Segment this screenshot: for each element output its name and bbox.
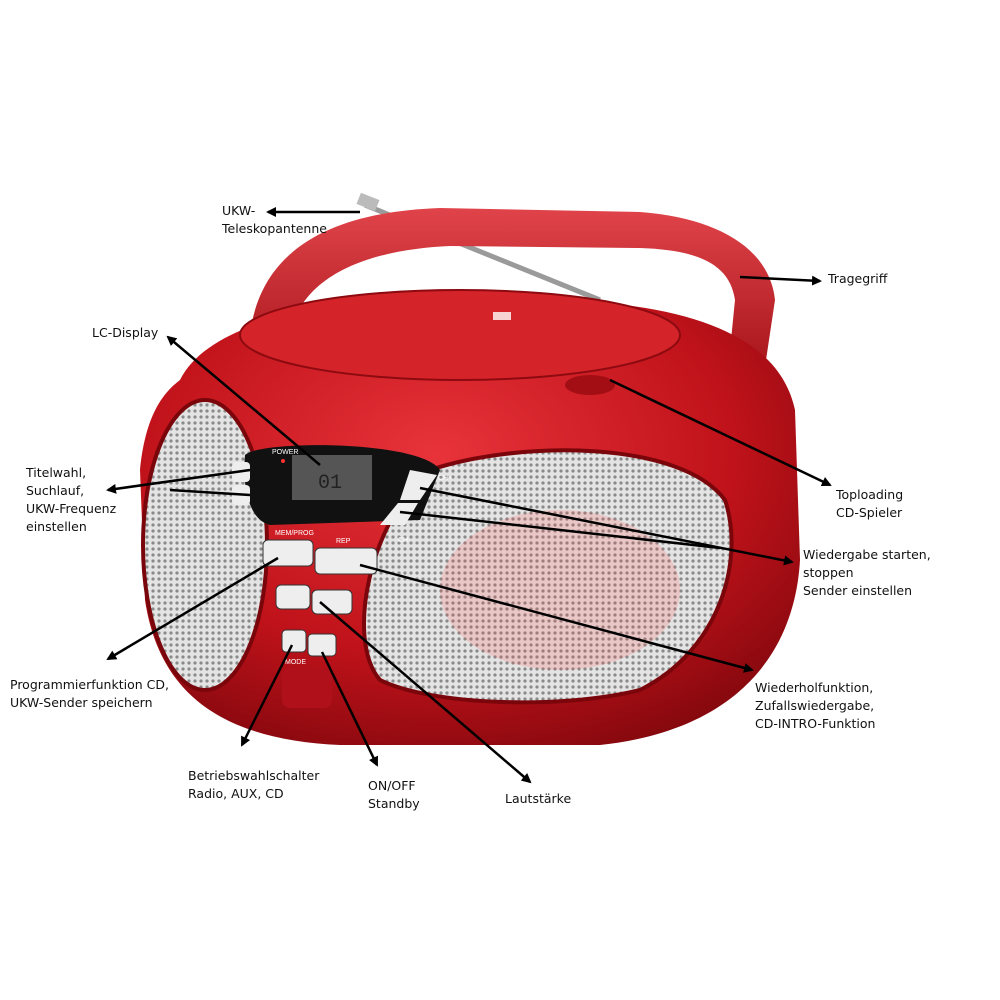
- label-volume: Lautstärke: [505, 791, 572, 806]
- rep-label: REP: [336, 538, 351, 545]
- dual-logo: [493, 312, 511, 320]
- label-repeat: Wiederholfunktion, Zufallswiedergabe, CD…: [755, 680, 876, 731]
- label-cd-player: Toploading CD-Spieler: [836, 487, 904, 520]
- mem-prog-label: MEM/PROG: [275, 530, 314, 537]
- arrow-volume: [319, 601, 532, 784]
- arrow-power: [320, 651, 379, 767]
- arrow-cd-player: [609, 378, 832, 487]
- volume-up-button[interactable]: [311, 589, 353, 615]
- arrow-track-select-2: [169, 488, 251, 497]
- label-antenna: UKW- Teleskopantenne: [222, 203, 327, 236]
- speaker-glow: [440, 510, 680, 670]
- ch-plus-label: CH+: [438, 475, 452, 482]
- ch-minus-label: CH-: [398, 537, 411, 544]
- power-led: [281, 459, 285, 463]
- mode-label: MODE: [285, 659, 306, 666]
- lid-open-button: [565, 375, 615, 395]
- arrow-play-stop-1: [419, 486, 794, 566]
- arrow-display: [166, 335, 321, 466]
- play-pause-button[interactable]: [400, 470, 437, 500]
- label-play-stop: Wiedergabe starten, stoppen Sender einst…: [803, 547, 931, 598]
- stop-button[interactable]: [380, 503, 418, 525]
- carry-handle: [250, 208, 775, 400]
- power-button[interactable]: [307, 633, 337, 657]
- volume-down-button[interactable]: [275, 584, 311, 610]
- antenna-tip: [356, 192, 380, 212]
- left-speaker-grille: [141, 398, 269, 692]
- label-program: Programmierfunktion CD, UKW-Sender speic…: [10, 677, 169, 710]
- label-handle: Tragegriff: [828, 271, 888, 286]
- label-track-select: Titelwahl, Suchlauf, UKW-Frequenz einste…: [26, 465, 117, 534]
- label-display: LC-Display: [92, 325, 159, 340]
- mode-button[interactable]: [281, 629, 307, 653]
- annotation-arrows: [106, 207, 832, 784]
- lcd-display: [292, 455, 372, 500]
- arrow-mode: [240, 644, 294, 747]
- arrow-handle: [739, 275, 822, 286]
- rep-button[interactable]: [314, 547, 378, 575]
- cd-lid: [239, 289, 681, 381]
- power-label: POWER: [272, 449, 298, 456]
- arrow-program: [106, 556, 279, 661]
- arrow-repeat: [359, 563, 754, 673]
- label-power: ON/OFF Standby: [368, 778, 420, 811]
- lcd-value: 01: [318, 472, 342, 495]
- label-mode-switch: Betriebswahlschalter Radio, AUX, CD: [188, 768, 320, 801]
- arrow-play-stop-2: [399, 510, 721, 550]
- aux-panel: [282, 668, 332, 708]
- arrow-track-select-1: [106, 468, 251, 494]
